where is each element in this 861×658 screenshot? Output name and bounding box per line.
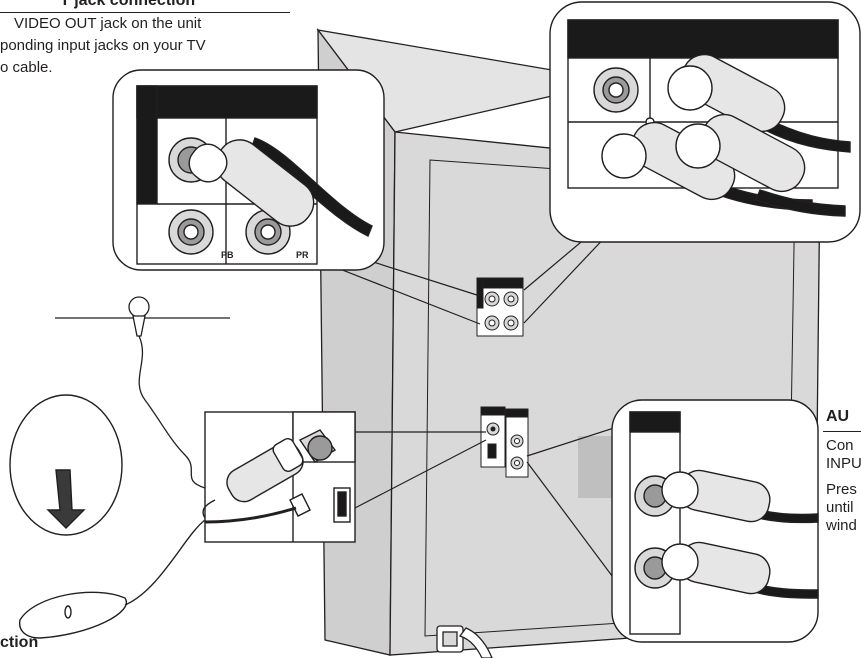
aux-section-line-4: until <box>826 499 854 516</box>
video-plug-top <box>667 53 851 153</box>
aux-section-line-1: Con <box>826 437 854 454</box>
pb-jack <box>168 209 214 255</box>
power-cord <box>436 625 493 658</box>
fm-antenna-plug <box>202 438 304 519</box>
aux-section-line-5: wind <box>826 517 857 534</box>
am-loop-antenna <box>9 394 206 639</box>
pb-label: PB <box>221 250 234 260</box>
video-section-rule <box>0 12 290 13</box>
pr-label: PR <box>296 250 309 260</box>
fm-antenna-jack <box>298 429 337 463</box>
aux-plug-left <box>661 469 819 524</box>
video-plug-bottom-right <box>675 113 846 217</box>
video-section-line-1: VIDEO OUT jack on the unit <box>14 15 202 32</box>
unit-antenna-aux-panel <box>480 406 529 478</box>
aux-plug-right <box>661 541 819 599</box>
video-section-heading: T jack connection <box>60 0 196 9</box>
video-out-jack <box>593 67 639 113</box>
video-jacks-callout <box>549 1 861 243</box>
antenna-section-heading: ction <box>0 634 39 651</box>
am-antenna-terminal <box>204 487 351 524</box>
component-jacks-callout: PB PR <box>112 69 385 271</box>
aux-section-line-2: INPU <box>826 455 861 472</box>
video-section-line-2: ponding input jacks on your TV <box>0 37 206 54</box>
aux-section-line-3: Pres <box>826 481 857 498</box>
aux-section-heading: AU <box>826 408 850 425</box>
video-section-line-3: o cable. <box>0 59 53 76</box>
aux-section-rule <box>823 431 861 432</box>
unit-video-jack-panel <box>476 277 524 337</box>
component-plug <box>188 137 373 237</box>
aux-jacks-callout <box>611 399 819 643</box>
antenna-terminals-callout <box>202 411 356 543</box>
